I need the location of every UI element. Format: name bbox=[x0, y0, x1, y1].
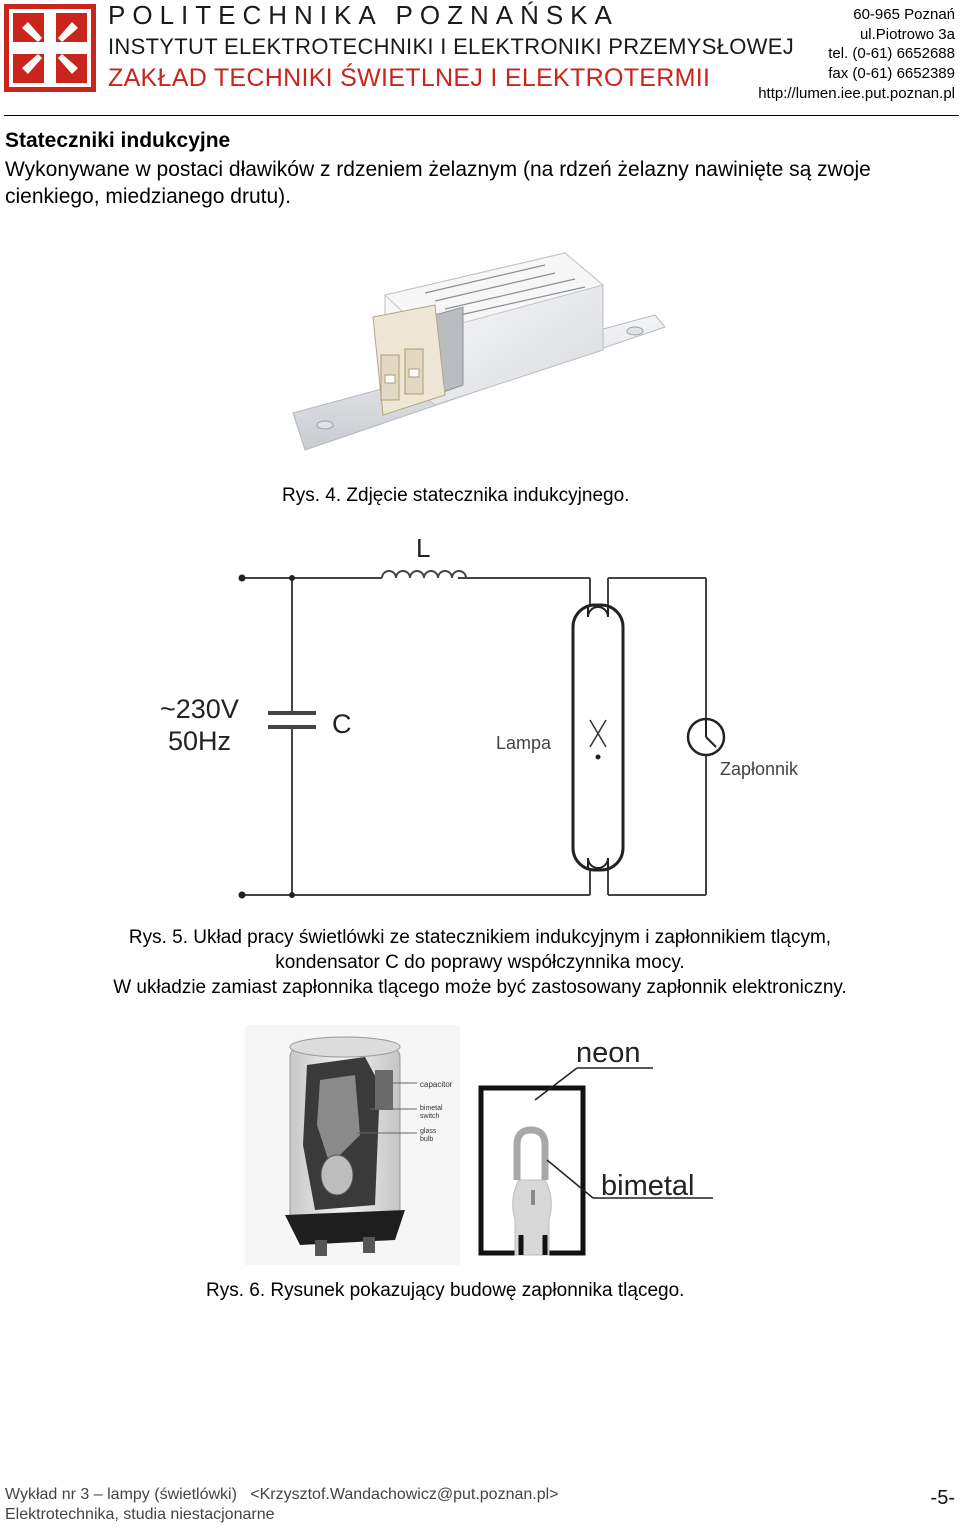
intro-paragraph: Wykonywane w postaci dławików z rdzeniem… bbox=[5, 158, 871, 208]
glass-callout: glass bbox=[420, 1128, 437, 1135]
page-number: -5- bbox=[930, 1487, 955, 1509]
inductor-label: L bbox=[416, 533, 430, 563]
website-link[interactable]: http://lumen.iee.put.poznan.pl bbox=[758, 84, 955, 102]
frequency-label: 50Hz bbox=[168, 726, 231, 756]
figure-5-caption-line: Rys. 5. Układ pracy świetlówki ze statec… bbox=[128, 927, 832, 948]
bulb-callout: bulb bbox=[420, 1136, 433, 1143]
capacitor-label: C bbox=[332, 709, 352, 739]
starter-label: Zapłonnik bbox=[720, 759, 799, 779]
institute-name: INSTYTUT ELEKTROTECHNIKI I ELEKTRONIKI P… bbox=[108, 34, 794, 59]
section-title: Stateczniki indukcyjne bbox=[5, 129, 231, 152]
figure-4-caption: Rys. 4. Zdjęcie statecznika indukcyjnego… bbox=[282, 485, 630, 506]
terminal-dot bbox=[238, 891, 246, 899]
footer-course-line: Wykład nr 3 – lampy (świetlówki) <Krzysz… bbox=[5, 1486, 559, 1504]
header-divider bbox=[4, 115, 959, 116]
fax-line: fax (0-61) 6652389 bbox=[828, 65, 955, 83]
figure-5-caption-line: kondensator C do poprawy współczynnika m… bbox=[275, 952, 685, 973]
bimetal-label: bimetal bbox=[601, 1170, 695, 1202]
figure-6-caption: Rys. 6. Rysunek pokazujący budowę zapłon… bbox=[206, 1280, 685, 1301]
address-block: 60-965 Poznań ul.Piotrowo 3a tel. (0-61)… bbox=[758, 5, 955, 104]
circuit-diagram: L ~230V 50Hz C Lampa Zapłonnik bbox=[160, 533, 799, 899]
capacitor-callout: capacitor bbox=[420, 1080, 453, 1089]
university-logo bbox=[4, 4, 96, 92]
department-name: ZAKŁAD TECHNIKI ŚWIETLNEJ I ELEKTROTERMI… bbox=[108, 64, 711, 92]
bimetal-callout: bimetal bbox=[420, 1105, 443, 1112]
address-line: ul.Piotrowo 3a bbox=[859, 25, 955, 43]
lecture-title: Wykład nr 3 – lampy (świetlówki) bbox=[5, 1486, 237, 1503]
address-line: 60-965 Poznań bbox=[853, 6, 955, 23]
lamp-label: Lampa bbox=[496, 733, 552, 753]
university-name: POLITECHNIKA POZNAŃSKA bbox=[108, 0, 619, 30]
starter-cutaway-photo: capacitor bimetal switch glass bulb bbox=[245, 1025, 460, 1265]
terminal-dot bbox=[238, 574, 246, 582]
footer-study-line: Elektrotechnika, studia niestacjonarne bbox=[5, 1506, 275, 1523]
figure-5-caption-line: W układzie zamiast zapłonnika tlącego mo… bbox=[113, 977, 847, 998]
voltage-label: ~230V bbox=[160, 694, 239, 724]
phone-line: tel. (0-61) 6652688 bbox=[828, 45, 955, 63]
figure-5-caption: Rys. 5. Układ pracy świetlówki ze statec… bbox=[0, 925, 960, 1000]
author-email[interactable]: <Krzysztof.Wandachowicz@put.poznan.pl> bbox=[250, 1486, 559, 1503]
switch-callout: switch bbox=[420, 1113, 440, 1120]
ballast-photo bbox=[292, 252, 666, 451]
neon-label: neon bbox=[576, 1037, 641, 1069]
starter-schematic: neon bimetal bbox=[478, 1037, 713, 1256]
